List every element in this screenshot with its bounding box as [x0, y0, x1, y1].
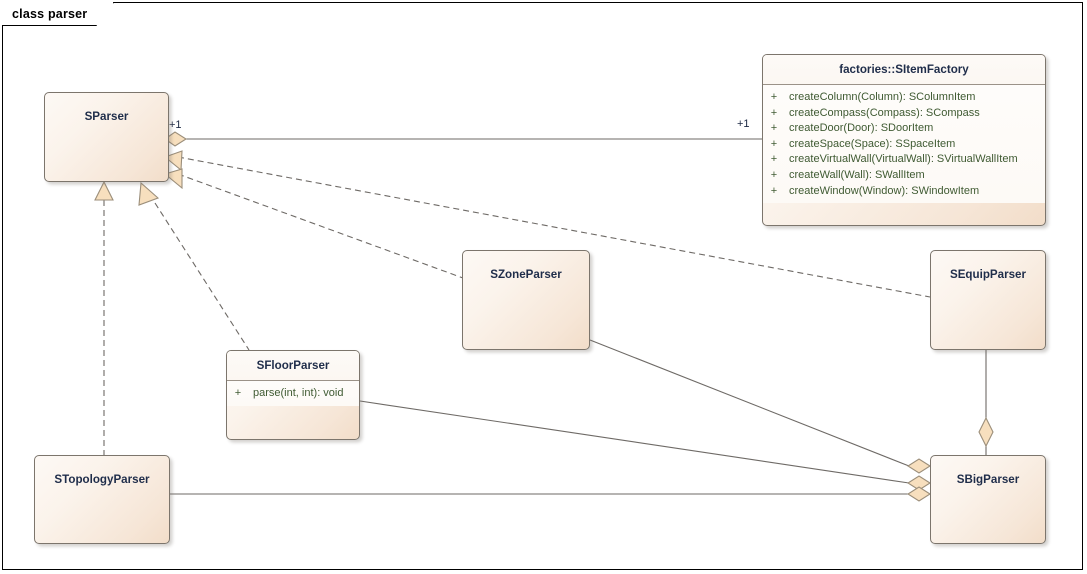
method-visibility: + — [770, 106, 778, 119]
class-sequipparser-title: SEquipParser — [949, 268, 1027, 282]
method-visibility: + — [770, 122, 778, 135]
multiplicity-sparser-factory-target: +1 — [737, 118, 750, 130]
method-signature: createColumn(Column): SColumnItem — [789, 91, 976, 103]
multiplicity-sparser-factory-source: +1 — [169, 119, 182, 131]
method-row: + createDoor(Door): SDoorItem — [763, 121, 1045, 137]
method-signature: createCompass(Compass): SCompass — [789, 106, 980, 119]
method-row: + createVirtualWall(VirtualWall): SVirtu… — [763, 152, 1045, 168]
method-visibility: + — [770, 91, 778, 103]
class-sbigparser-title: SBigParser — [956, 473, 1020, 487]
method-visibility: + — [234, 387, 242, 399]
class-stopologyparser[interactable]: STopologyParser — [34, 455, 170, 544]
class-sequipparser[interactable]: SEquipParser — [930, 250, 1046, 350]
method-signature: createSpace(Space): SSpaceItem — [789, 137, 956, 150]
class-sitemfactory[interactable]: factories::SItemFactory + createColumn(C… — [762, 54, 1046, 226]
method-visibility: + — [770, 168, 778, 181]
method-signature: createDoor(Door): SDoorItem — [789, 122, 934, 135]
method-row: + createCompass(Compass): SCompass — [763, 106, 1045, 122]
class-stopologyparser-title: STopologyParser — [54, 473, 150, 487]
method-signature: createWindow(Window): SWindowItem — [789, 184, 980, 197]
class-sfloorparser-title: SFloorParser — [227, 351, 359, 381]
class-sbigparser[interactable]: SBigParser — [930, 455, 1046, 544]
method-row: + createWindow(Window): SWindowItem — [763, 184, 1045, 200]
method-row: + createSpace(Space): SSpaceItem — [763, 137, 1045, 153]
class-szoneparser-title: SZoneParser — [490, 268, 562, 282]
method-visibility: + — [770, 184, 778, 197]
class-sitemfactory-methods: + createColumn(Column): SColumnItem + cr… — [763, 85, 1045, 204]
class-sfloorparser[interactable]: SFloorParser + parse(int, int): void — [226, 350, 360, 440]
class-sfloorparser-methods: + parse(int, int): void — [227, 381, 359, 406]
class-sitemfactory-title: factories::SItemFactory — [763, 55, 1045, 85]
method-signature: createWall(Wall): SWallItem — [789, 168, 925, 181]
method-row: + createColumn(Column): SColumnItem — [763, 90, 1045, 106]
diagram-frame-label: class parser — [2, 2, 114, 26]
method-signature: createVirtualWall(VirtualWall): SVirtual… — [789, 153, 1018, 166]
method-signature: parse(int, int): void — [253, 387, 344, 399]
method-visibility: + — [770, 153, 778, 166]
method-row: + createWall(Wall): SWallItem — [763, 168, 1045, 184]
class-szoneparser[interactable]: SZoneParser — [462, 250, 590, 350]
class-sparser-title: SParser — [84, 110, 129, 124]
method-visibility: + — [770, 137, 778, 150]
method-row: + parse(int, int): void — [227, 386, 359, 402]
class-sparser[interactable]: SParser — [44, 92, 169, 182]
